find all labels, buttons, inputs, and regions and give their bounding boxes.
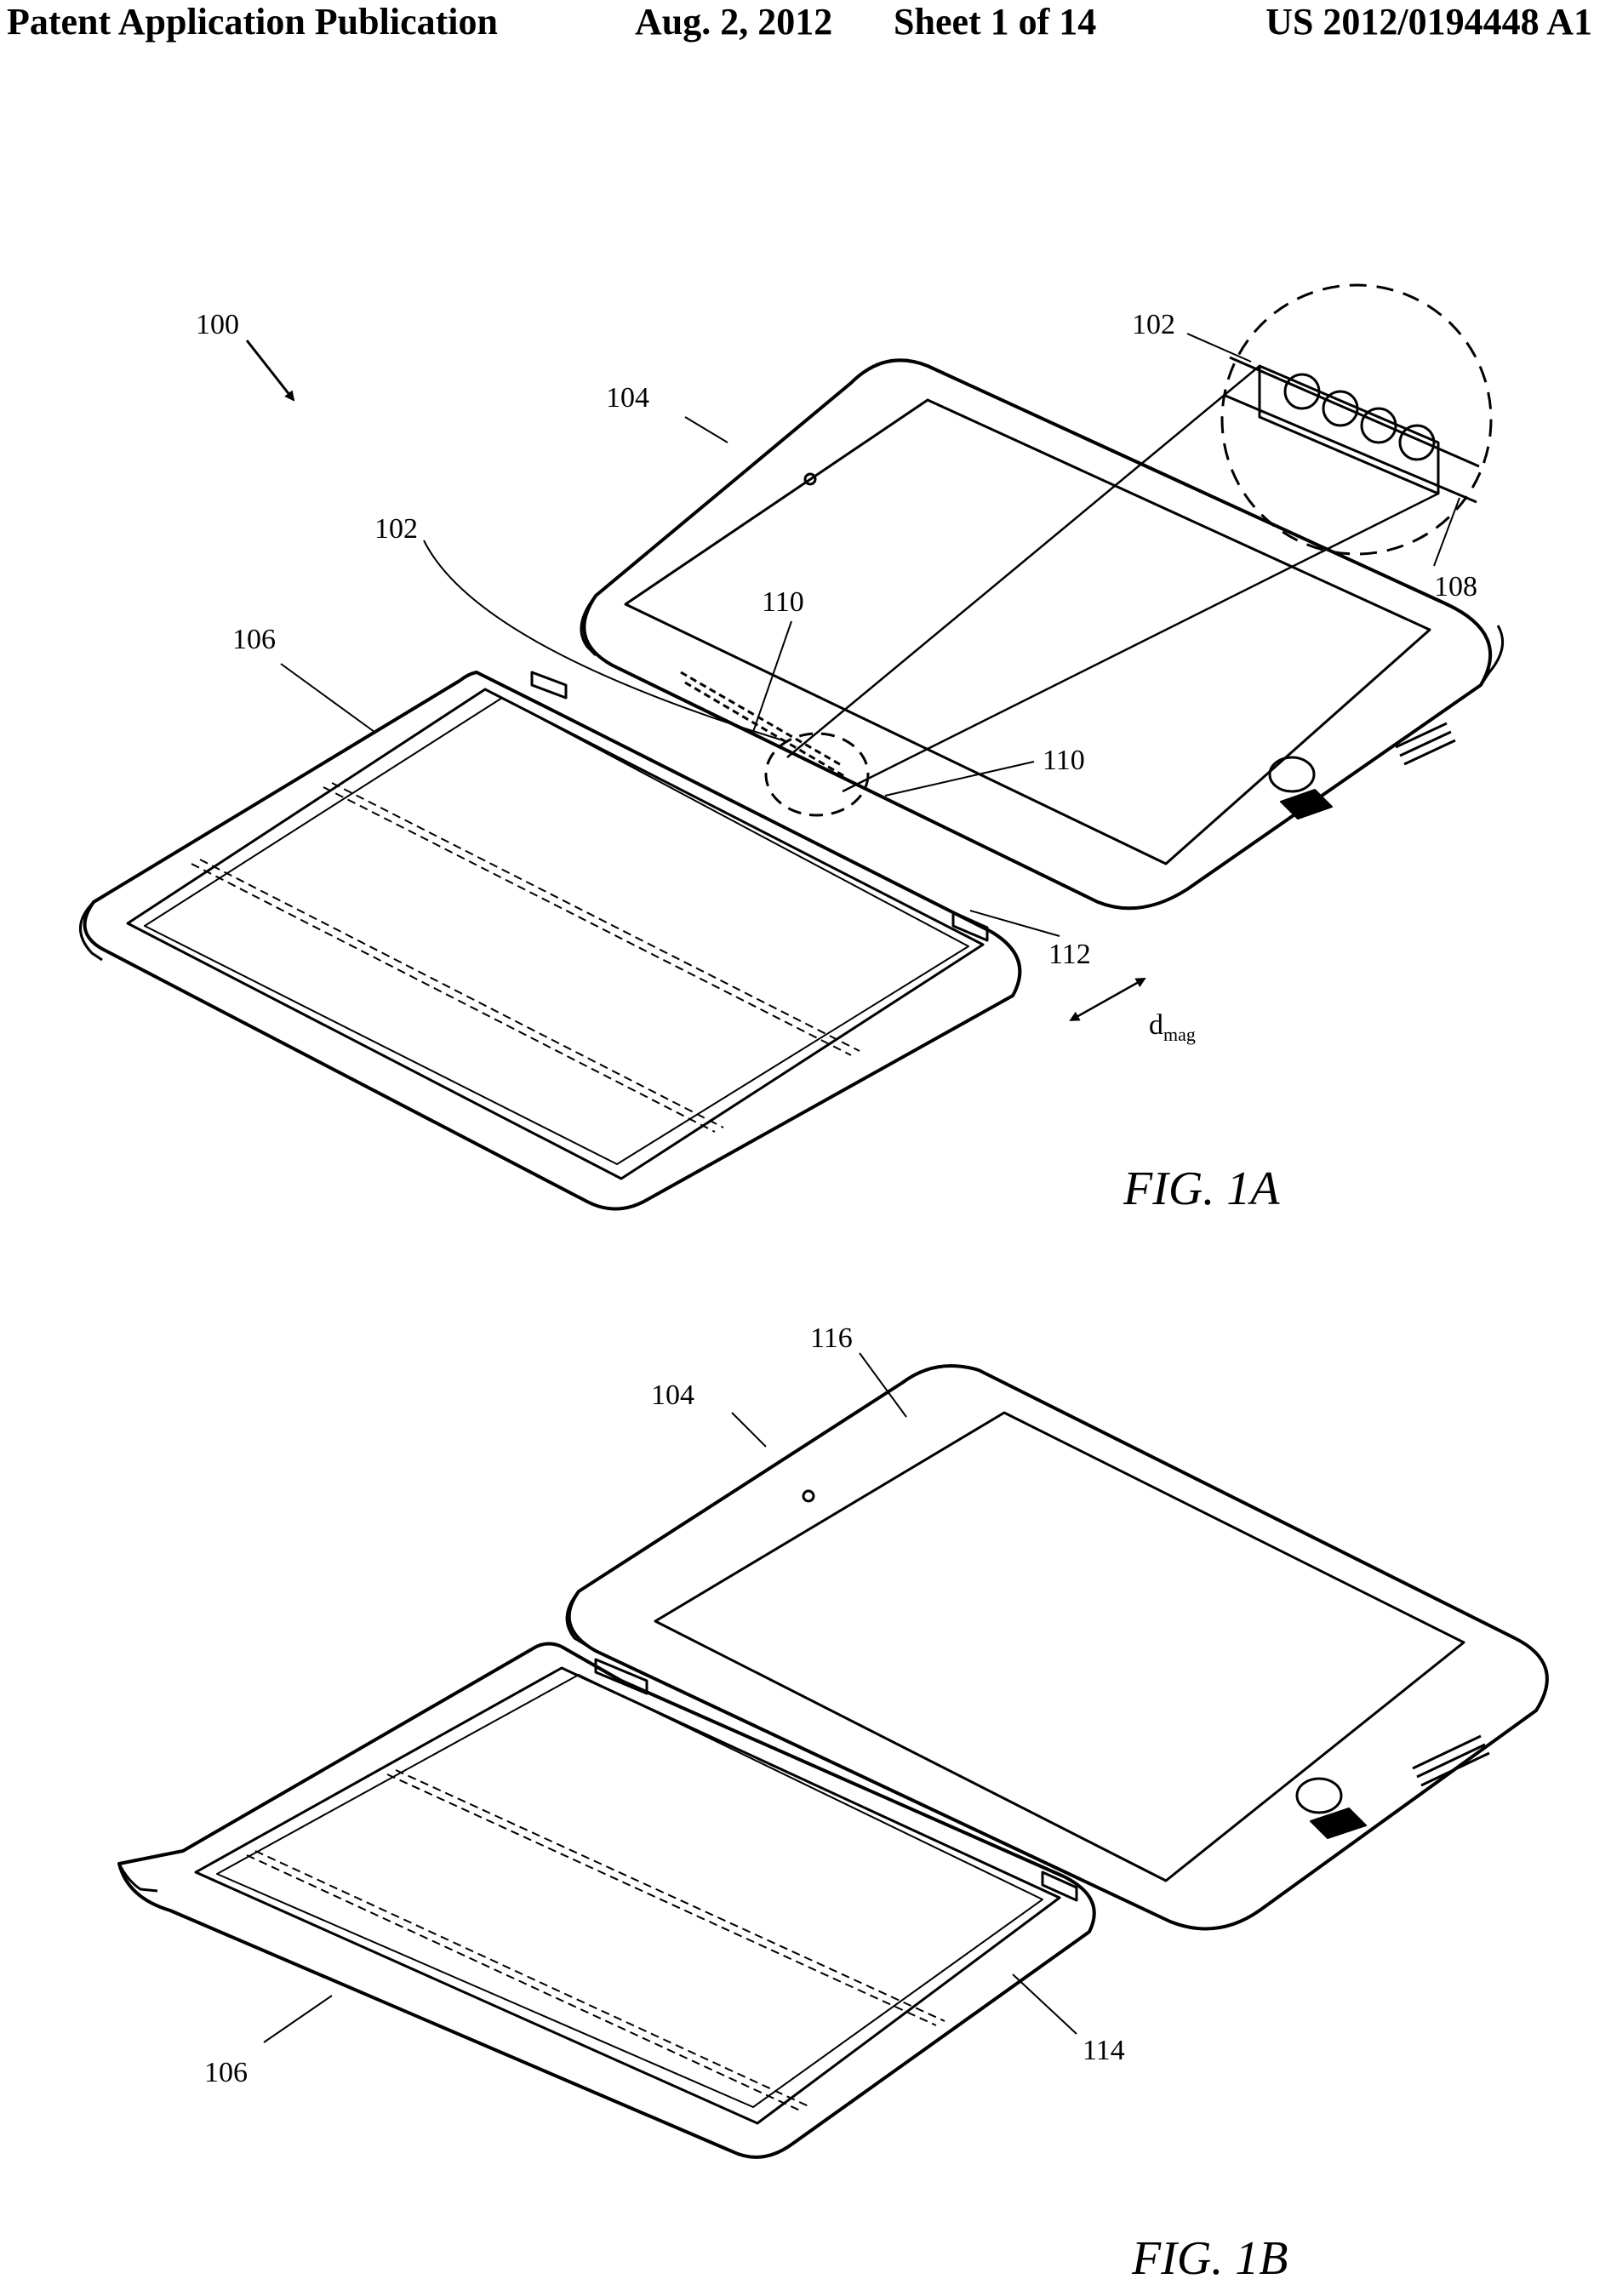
ref-110-bottom: 110 [1043,745,1085,776]
header-sheet: Sheet 1 of 14 [894,1,1097,43]
ref-108: 108 [1434,571,1477,603]
ref-112: 112 [1048,939,1091,970]
ref-104-b: 104 [651,1379,694,1411]
ref-102: 102 [374,513,418,545]
header-publication-label: Patent Application Publication [7,1,498,43]
tablet-device-104-b [565,1364,1549,1931]
ref-116: 116 [810,1322,853,1354]
ref-dmag: dmag [1149,1009,1196,1045]
caption-fig-1b: FIG. 1B [1131,2232,1288,2285]
cover-flap-106 [79,671,1022,1211]
tablet-device-104 [580,358,1505,911]
ref-110-top: 110 [762,586,804,618]
fig1b [117,1352,1549,2159]
fig1a [79,283,1505,1211]
ref-102-detail: 102 [1132,309,1175,340]
header-date: Aug. 2, 2012 [635,1,833,43]
ref-114: 114 [1083,2035,1125,2066]
ref-106-b: 106 [204,2057,248,2088]
ref-100: 100 [196,309,239,340]
detail-circle-small [764,732,870,817]
header-patent-number: US 2012/0194448 A1 [1265,1,1592,43]
cover-flap-106-b [117,1642,1096,2159]
caption-fig-1a: FIG. 1A [1123,1162,1280,1215]
ref-104: 104 [606,382,649,414]
detail-circle-108 [1220,283,1493,556]
ref-106: 106 [232,624,276,655]
